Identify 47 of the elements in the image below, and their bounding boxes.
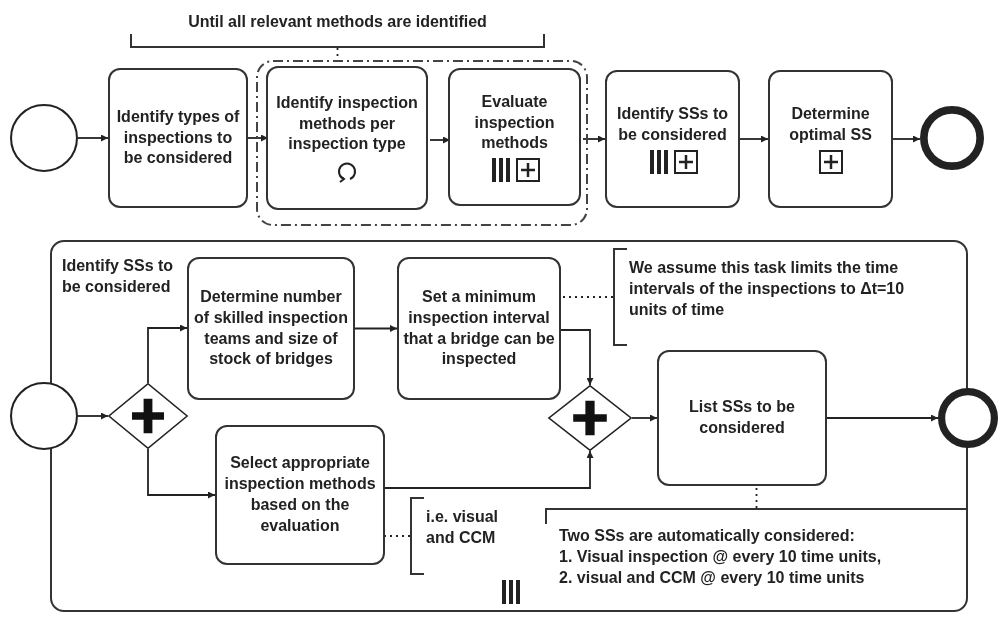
annotation-text: We assume this task limits the time intervals of the inspections to Δt=10 units of time [629,258,906,320]
task-label: Identify SSs to be considered [615,104,730,145]
task-box [266,66,428,210]
sequence-flow-arrow [560,329,594,386]
group-frame [256,60,588,226]
association-line [560,296,614,298]
sequence-flow-arrow [77,134,109,142]
subprocess-label: Identify SSs to be considered [62,256,175,297]
task-label: Set a minimum inspection interval that a bridge can be inspected [403,286,555,370]
task-label: Determine number of skilled inspection teams and size of stock of bridges [193,286,349,370]
sequence-flow-arrow [582,135,606,143]
sequence-flow-arrow [77,412,109,420]
sequence-flow-arrow [826,414,939,422]
task-label: Identify types of inspections to be considered [115,106,241,169]
end-event-circle [920,106,984,170]
association-line [755,485,758,509]
task-label: Determine optimal SS [788,104,873,145]
task-box [768,70,893,208]
sequence-flow-arrow [892,135,921,143]
task-box [108,68,248,208]
sequence-flow-arrow [354,325,398,332]
annotation-text: 1. Visual inspection @ every 10 time units, [559,546,883,567]
task-label: Select appropriate inspection methods based on the evaluation [223,453,377,536]
sequence-flow-arrow [147,448,216,499]
start-event-circle [10,104,78,172]
annotation-text: Two SSs are automatically considered: [559,526,856,546]
sequence-flow-arrow [631,414,658,422]
sequence-flow-arrow [384,450,594,489]
sequence-flow-arrow [739,135,769,143]
start-event-circle [10,382,78,450]
parallel-gateway-diamond [548,385,632,451]
task-box [448,68,581,206]
subprocess-frame [50,240,968,612]
task-box [657,350,827,486]
end-event-circle [938,388,998,448]
task-label: List SSs to be considered [688,397,796,438]
task-label: Evaluate inspection methods [473,91,556,154]
annotation-text: 2. visual and CCM @ every 10 time units [559,567,866,588]
annotation-text: i.e. visual and CCM [426,507,500,548]
task-box [397,257,561,400]
parallel-gateway-diamond [108,383,188,449]
annotation-text: Until all relevant methods are identified [187,12,488,32]
task-label: Identify inspection methods per inspection type [275,92,419,155]
task-box [187,257,355,400]
sequence-flow-arrow [147,324,188,384]
task-box [605,70,740,208]
task-box [215,425,385,565]
